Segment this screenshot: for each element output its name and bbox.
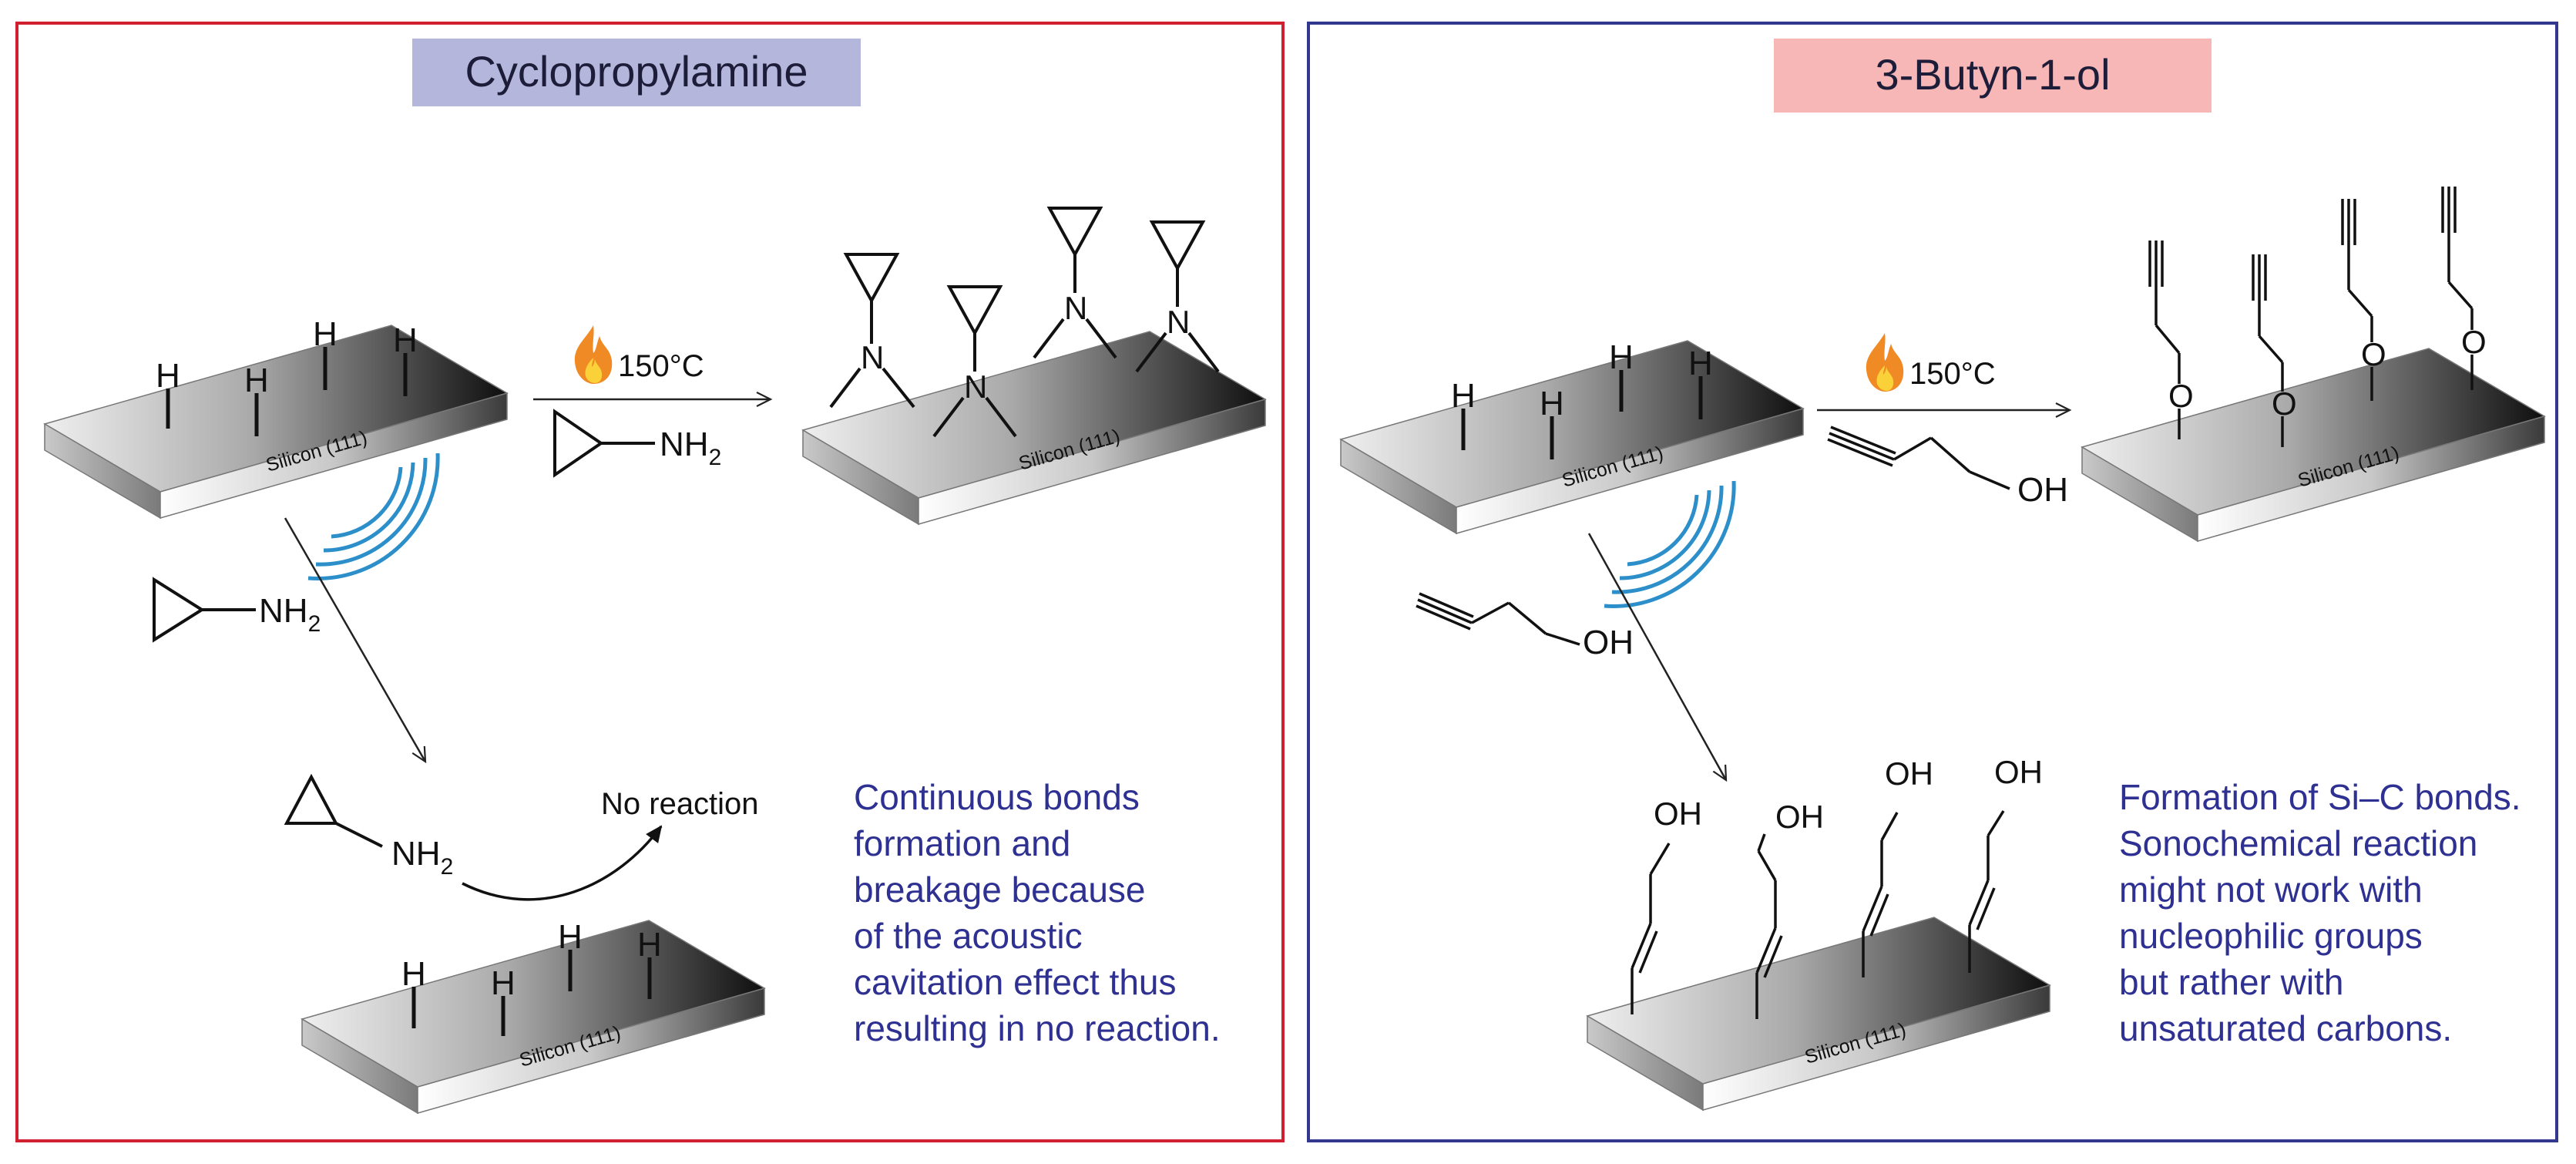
right-sono-product-slab: Silicon (111) — [1587, 917, 2050, 1111]
left-panel-title: Cyclopropylamine — [465, 47, 808, 96]
ether-chains — [2148, 187, 2474, 447]
description-line: cavitation effect thus — [854, 962, 1177, 1002]
description-line: formation and — [854, 823, 1070, 863]
left-panel-frame — [15, 22, 1285, 1142]
h-atom: H — [1688, 345, 1713, 382]
h-atom: H — [558, 918, 583, 956]
left-start-hydrogens — [166, 347, 408, 436]
nh2-label: NH2 — [660, 426, 721, 470]
right-product-slab: Silicon (111) — [2081, 348, 2545, 542]
cyclopropylamine-reagent-sono: NH2 — [153, 577, 321, 643]
nh2-label: NH2 — [391, 835, 453, 880]
butynol-reagent — [1827, 426, 2010, 490]
left-product-slab: Silicon (111) — [802, 331, 1266, 525]
no-reaction-arrow — [462, 825, 663, 901]
h-atom: H — [393, 321, 418, 359]
oh-label: OH — [1885, 755, 1933, 792]
flame-icon — [574, 325, 613, 384]
description-line: Continuous bonds — [854, 777, 1140, 817]
h-atom: H — [1451, 377, 1476, 415]
n-atom: N — [861, 339, 884, 375]
right-panel: 3-Butyn-1-ol Silicon (111) H H H H 150°C — [1307, 22, 2558, 1142]
left-unreacted-slab: Silicon (111) — [301, 920, 765, 1114]
description-line: resulting in no reaction. — [854, 1008, 1221, 1048]
oh-label: OH — [1583, 624, 1634, 661]
h-atom: H — [401, 955, 426, 993]
heat-label: 150°C — [1909, 357, 1996, 391]
left-start-slab: Silicon (111) — [44, 325, 508, 519]
sonochemical-reaction-arrow — [1587, 533, 1728, 782]
description-line: might not work with — [2119, 870, 2423, 910]
o-atom: O — [2361, 336, 2386, 372]
left-panel: Cyclopropylamine Silicon (111) H H H H 1… — [15, 22, 1285, 1142]
oh-label: OH — [1654, 796, 1702, 832]
nh2-label: NH2 — [259, 592, 321, 637]
h-atom: H — [1540, 385, 1564, 422]
n-atom: N — [964, 368, 987, 405]
o-atom: O — [2168, 378, 2194, 414]
sonochemical-reaction-arrow — [284, 517, 427, 764]
no-reaction-label: No reaction — [601, 787, 759, 821]
description-line: of the acoustic — [854, 916, 1083, 956]
o-atom: O — [2272, 385, 2297, 422]
description-line: Sonochemical reaction — [2119, 823, 2477, 863]
ultrasound-waves-icon — [1604, 481, 1734, 606]
h-atom: H — [1609, 338, 1634, 376]
description-line: but rather with — [2119, 962, 2343, 1002]
right-description: Formation of Si–C bonds. Sonochemical re… — [2119, 777, 2521, 1048]
butynol-reagent-sono — [1416, 592, 1580, 646]
n-atom: N — [1167, 304, 1190, 340]
h-atom: H — [313, 315, 338, 353]
oh-label: OH — [1994, 754, 2043, 790]
oh-label: OH — [2017, 471, 2068, 509]
left-unreacted-hydrogens — [411, 950, 652, 1036]
o-atom: O — [2461, 324, 2487, 360]
right-start-hydrogens — [1461, 370, 1703, 459]
h-atom: H — [156, 357, 180, 395]
h-atom: H — [637, 926, 662, 964]
description-line: nucleophilic groups — [2119, 916, 2423, 956]
right-panel-title: 3-Butyn-1-ol — [1875, 50, 2110, 99]
left-description: Continuous bonds formation and breakage … — [854, 777, 1221, 1048]
h-atom: H — [491, 964, 516, 1002]
oh-label: OH — [1775, 799, 1824, 835]
right-panel-frame — [1307, 22, 2558, 1142]
right-title-badge — [1774, 39, 2212, 113]
flame-icon — [1866, 333, 1904, 392]
h-atom: H — [244, 362, 269, 399]
alkenyl-chains — [1631, 810, 2005, 1019]
left-title-badge — [412, 39, 861, 106]
description-line: unsaturated carbons. — [2119, 1008, 2452, 1048]
n-atom: N — [1064, 290, 1087, 326]
description-line: breakage because — [854, 870, 1146, 910]
heat-label: 150°C — [618, 349, 704, 383]
description-line: Formation of Si–C bonds. — [2119, 777, 2521, 817]
amine-groups — [829, 207, 1220, 438]
ultrasound-waves-icon — [308, 453, 438, 578]
cyclopropylamine-reagent: NH2 — [553, 409, 721, 478]
cyclopropylamine-unreacted: NH2 — [284, 773, 453, 880]
